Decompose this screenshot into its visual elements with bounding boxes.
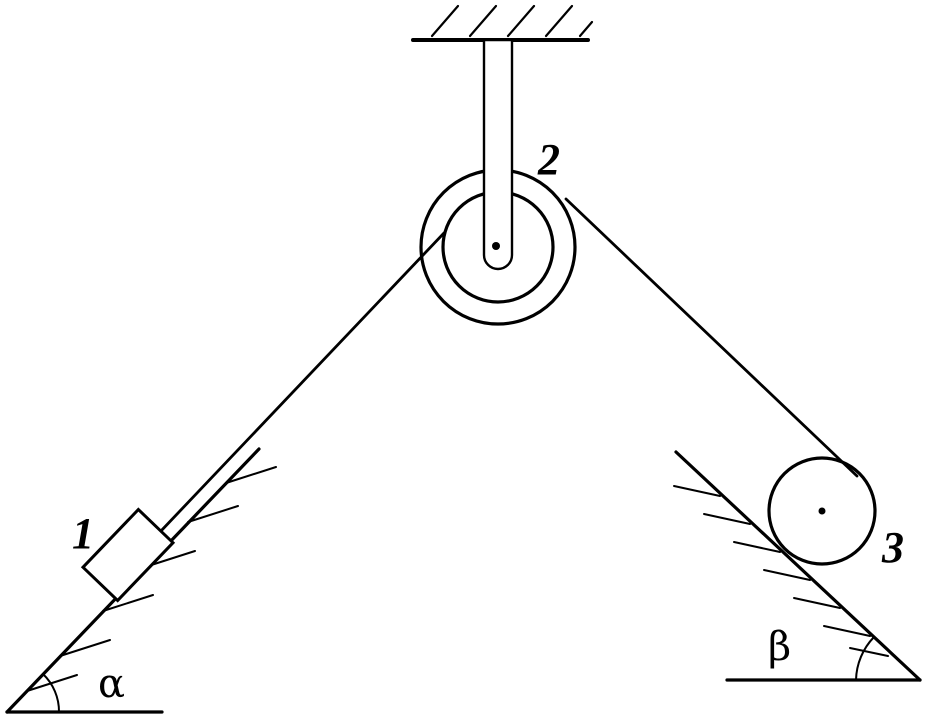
angle-alpha-arc [42, 673, 61, 713]
label-block-1: 1 [72, 509, 94, 558]
label-pulley-2: 2 [537, 135, 560, 184]
label-roller-3: 3 [881, 523, 904, 572]
rope [158, 197, 859, 534]
block-1 [80, 507, 176, 603]
suspension-rod [482, 38, 514, 271]
ceiling-hatching [430, 4, 594, 38]
label-angle-beta: β [768, 624, 791, 670]
incline-right [673, 450, 922, 682]
incline-right-hatching [673, 485, 889, 657]
angle-beta-arc [855, 636, 875, 681]
ceiling-support [411, 4, 594, 42]
incline-left [5, 447, 277, 714]
roller-center [818, 507, 826, 515]
pulley-axle [492, 242, 500, 250]
rope-right-segment [564, 197, 859, 478]
incline-left-hatching [26, 466, 277, 692]
label-angle-alpha: α [98, 661, 125, 707]
roller-3 [767, 456, 877, 566]
rope-left-segment [158, 231, 446, 534]
